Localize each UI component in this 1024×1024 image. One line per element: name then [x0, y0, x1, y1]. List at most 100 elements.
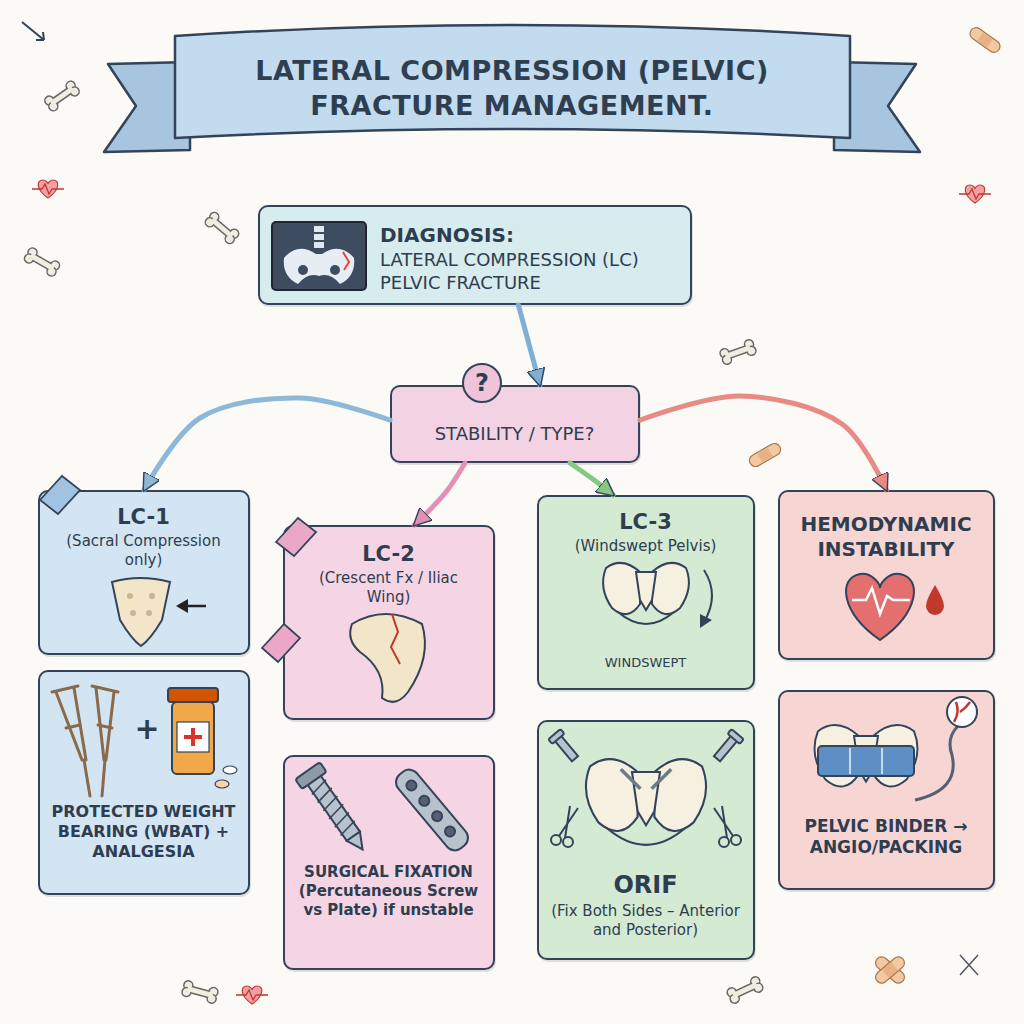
windswept-pelvis-icon — [618, 612, 674, 624]
box-text: (Crescent Fx / Iliac Wing) — [295, 569, 482, 607]
title-text: LATERAL COMPRESSION (PELVIC) FRACTURE MA… — [192, 38, 832, 138]
plate-icon — [392, 766, 472, 855]
scattered-doodles — [22, 22, 1002, 1005]
sacrum-icon — [112, 578, 206, 646]
treatment-box: + PROTECTED WEIGHT BEARING (WBAT) + ANALG… — [38, 670, 250, 895]
rotation-arrow — [704, 570, 712, 622]
windswept-pelvis-icon — [603, 563, 640, 614]
box-heading: LC-3 — [539, 509, 752, 535]
flow-arrow — [518, 305, 540, 385]
box-heading: STABILITY / TYPE? — [392, 423, 637, 446]
surgical-scissors — [714, 806, 733, 838]
screw-icon — [310, 780, 357, 836]
xray-icon — [314, 242, 324, 248]
medication-bottle-icon — [184, 728, 202, 746]
sacrum-icon — [112, 578, 170, 646]
fixed-pelvis-icon — [621, 769, 671, 789]
flow-arrow — [640, 396, 887, 490]
medication-bottle-icon — [168, 688, 218, 702]
medication-bottle-icon — [172, 702, 214, 774]
sacrum-icon — [176, 599, 188, 613]
surgical-screws — [728, 729, 744, 744]
surgical-screws — [711, 729, 744, 764]
box-text: PROTECTED WEIGHT BEARING (WBAT) + ANALGE… — [48, 802, 239, 862]
sacrum-icon — [130, 610, 136, 616]
xray-icon — [272, 222, 366, 290]
title-banner — [104, 25, 920, 152]
box-heading: HEMODYNAMIC INSTABILITY — [780, 512, 992, 562]
surgical-screws — [554, 735, 578, 762]
pelvic-binder-icon — [873, 725, 917, 787]
crutches-icon — [56, 692, 82, 760]
heart-monitor-icon — [846, 574, 944, 640]
category-box: LC-2(Crescent Fx / Iliac Wing) — [283, 525, 495, 720]
ribbon-tab — [262, 624, 300, 662]
scattered-doodles — [719, 338, 757, 365]
ribbon-tab — [40, 476, 80, 514]
treatment-box: PELVIC BINDER → ANGIO/PACKING — [778, 690, 995, 890]
crutches-icon — [102, 760, 105, 796]
angio-catheter-icon — [915, 697, 977, 800]
crutches-icon — [74, 688, 86, 760]
box-text: SURGICAL FIXATION (Percutaneous Screw vs… — [293, 863, 484, 919]
category-box: HEMODYNAMIC INSTABILITY — [778, 490, 995, 660]
plate-icon — [392, 766, 472, 855]
scattered-doodles — [960, 955, 978, 975]
screw-icon — [347, 832, 369, 854]
crutches-icon — [52, 686, 118, 796]
plate-icon — [404, 778, 418, 792]
box-heading: LC-2 — [285, 541, 492, 567]
windswept-pelvis-icon — [603, 563, 689, 624]
angio-catheter-icon — [947, 697, 977, 727]
heart-monitor-icon — [846, 574, 914, 640]
sacrum-icon — [149, 593, 155, 599]
iliac-wing-icon — [350, 614, 425, 702]
scattered-doodles — [959, 185, 991, 203]
surgical-scissors — [563, 837, 573, 847]
heart-monitor-icon — [852, 588, 910, 614]
screw-icon — [295, 762, 326, 789]
box-heading: DIAGNOSIS: — [380, 223, 680, 248]
crutches-icon — [92, 686, 118, 692]
box-text: (Fix Both Sides – Anterior and Posterior… — [549, 902, 742, 940]
crutches-icon — [66, 725, 80, 728]
diagnosis-box: DIAGNOSIS:LATERAL COMPRESSION (LC) PELVI… — [258, 205, 692, 305]
ribbon-tab — [40, 476, 316, 662]
xray-icon — [314, 234, 324, 240]
box-text: (Windswept Pelvis) — [549, 537, 742, 556]
pelvic-binder-icon — [815, 725, 918, 787]
scattered-doodles — [22, 22, 44, 40]
flow-arrow — [144, 398, 390, 490]
screw-icon — [295, 762, 375, 858]
category-box: LC-3(Windswept Pelvis)WINDSWEPT — [537, 495, 755, 690]
crutches-icon — [98, 725, 112, 728]
medication-bottle-icon — [215, 780, 229, 788]
xray-icon — [314, 226, 324, 232]
plate-icon — [430, 809, 444, 823]
xray-icon — [298, 265, 308, 275]
angio-catheter-icon — [954, 702, 970, 722]
flow-arrow — [570, 463, 613, 495]
box-text: LATERAL COMPRESSION (LC) PELVIC FRACTURE — [380, 249, 680, 294]
scattered-doodles — [32, 180, 64, 198]
surgical-scissors — [551, 835, 561, 845]
treatment-box: ORIF(Fix Both Sides – Anterior and Poste… — [537, 720, 755, 960]
scattered-doodles — [203, 211, 240, 246]
pelvic-binder-icon — [850, 748, 882, 774]
fixed-pelvis-icon — [586, 759, 706, 845]
sacrum-icon — [184, 605, 206, 608]
windswept-pelvis-icon — [636, 572, 656, 610]
iliac-wing-icon — [350, 614, 425, 702]
scattered-doodles — [968, 25, 1003, 54]
crutches-icon — [52, 686, 78, 692]
surgical-scissors — [719, 837, 729, 847]
surgical-screws — [548, 729, 581, 764]
plus-sign: + — [131, 710, 163, 748]
xray-icon — [284, 249, 354, 284]
treatment-box: SURGICAL FIXATION (Percutaneous Screw vs… — [283, 755, 495, 970]
surgical-screws — [548, 729, 743, 764]
xray-icon — [343, 252, 349, 270]
scattered-doodles — [181, 980, 219, 1005]
